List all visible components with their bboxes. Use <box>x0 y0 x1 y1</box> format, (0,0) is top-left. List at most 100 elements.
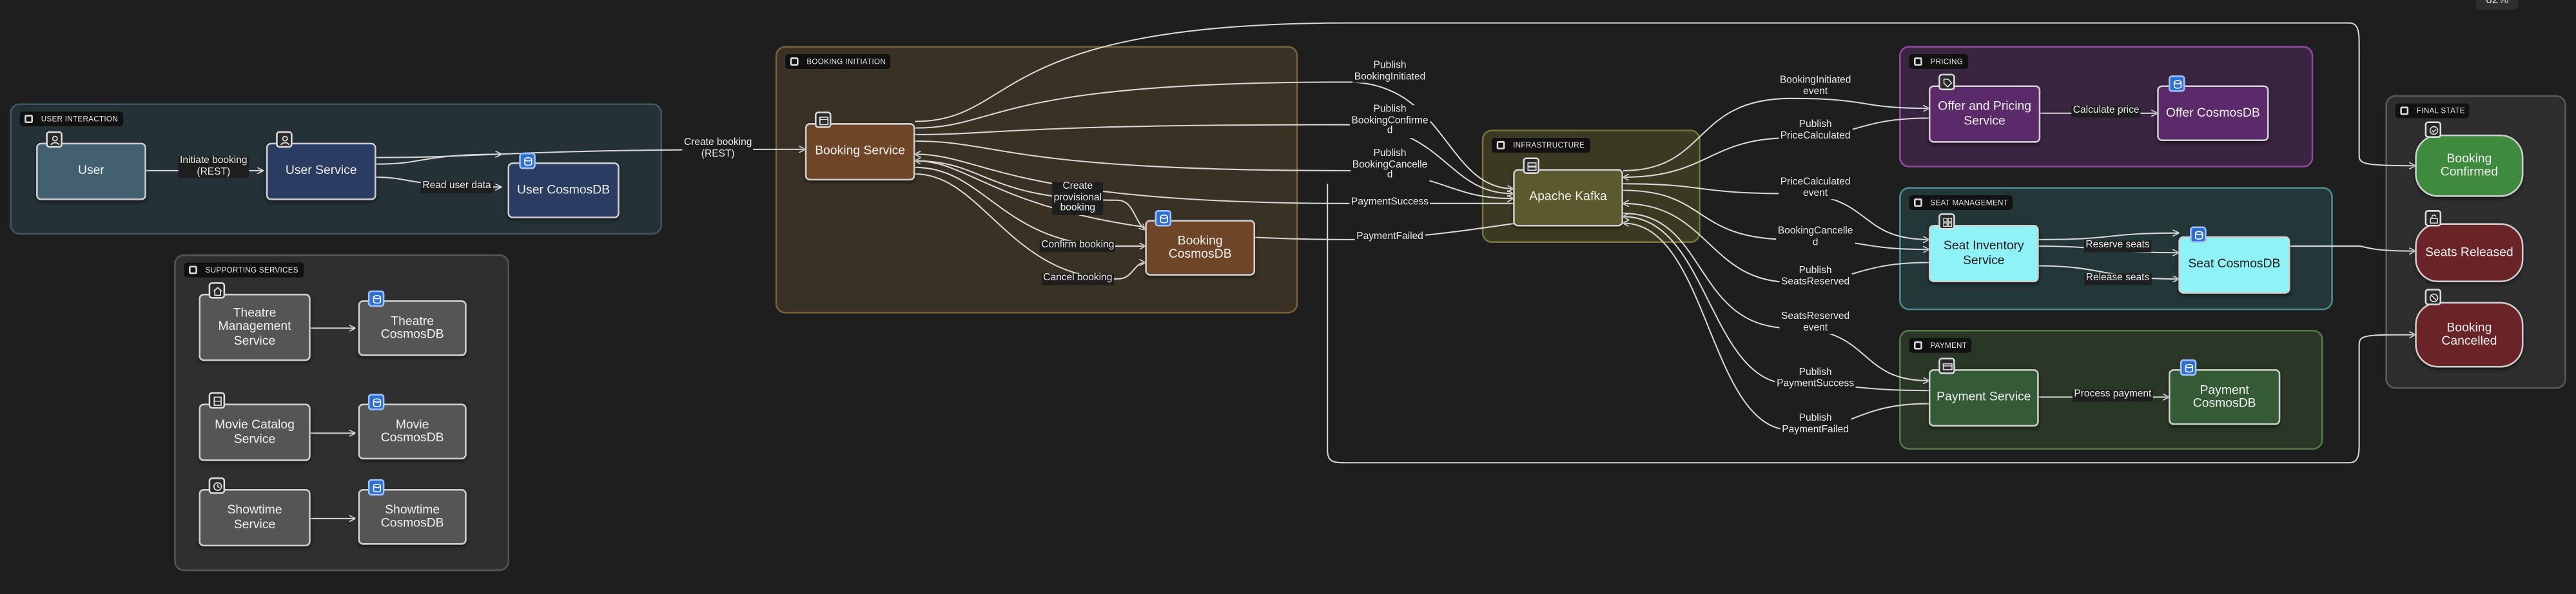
edge-label-payment-failed: PaymentFailed <box>1354 231 1425 244</box>
edge-publish-booking-cancelled <box>915 140 1514 198</box>
edge-to-booking-confirmed <box>915 22 2415 166</box>
user-icon <box>24 115 33 124</box>
edge-release-seats <box>2038 265 2179 279</box>
grid-icon <box>1914 198 1922 207</box>
database-icon <box>519 152 536 169</box>
group-label: INFRASTRUCTURE <box>1492 137 1590 153</box>
server-icon <box>1496 141 1505 149</box>
edge-label-publish-booking-cancelled: Publish BookingCancelle d <box>1351 148 1429 182</box>
node-payment-db[interactable]: Payment CosmosDB <box>2169 369 2281 425</box>
node-showtime-service[interactable]: Showtime Service <box>199 489 311 547</box>
credit-card-icon <box>1938 358 1955 374</box>
tag-icon <box>1914 57 1922 66</box>
node-kafka[interactable]: Apache Kafka <box>1513 169 1623 227</box>
group-label: SUPPORTING SERVICES <box>184 262 304 278</box>
database-icon <box>1155 210 1172 227</box>
node-user-service[interactable]: User Service <box>266 142 376 200</box>
edge-create-provisional <box>915 160 1146 230</box>
film-icon <box>208 392 226 409</box>
node-payment-service[interactable]: Payment Service <box>1928 369 2039 427</box>
edge-label-price-calculated-event: PriceCalculated event <box>1779 177 1853 200</box>
node-booking-service[interactable]: Booking Service <box>805 123 915 181</box>
edge-publish-payment-failed <box>1623 223 1929 431</box>
node-user-db[interactable]: User CosmosDB <box>507 162 620 218</box>
user-icon <box>276 131 293 148</box>
database-icon <box>367 479 385 496</box>
edge-label-publish-price-calculated: Publish PriceCalculated <box>1779 119 1853 142</box>
edge-label-initiate-booking: Initiate booking (REST) <box>178 155 249 178</box>
edge-label-publish-booking-initiated: Publish BookingInitiated <box>1352 60 1427 83</box>
edge-booking-initiated-event <box>1623 97 1929 171</box>
edge-label-calculate-price: Calculate price <box>2071 105 2142 117</box>
check-icon <box>2425 121 2442 138</box>
group-label: FINAL STATE <box>2395 103 2470 119</box>
edge-publish-payment-success <box>1623 216 1929 392</box>
node-booking-db[interactable]: Booking CosmosDB <box>1145 220 1256 276</box>
edge-label-reserve-seats: Reserve seats <box>2083 240 2152 252</box>
edge-label-process-payment: Process payment <box>2072 389 2153 401</box>
edge-cancel-booking <box>915 173 1146 280</box>
edge-label-cancel-booking: Cancel booking <box>1041 273 1114 285</box>
calendar-icon <box>815 111 832 128</box>
cancel-icon <box>2425 289 2442 305</box>
edge-label-create-provisional: Create provisional booking <box>1052 181 1104 215</box>
edge-label-payment-success: PaymentSuccess <box>1349 197 1430 209</box>
edge-label-seats-reserved-event: SeatsReserved event <box>1779 311 1851 334</box>
database-icon <box>2190 226 2207 243</box>
edge-label-create-booking: Create booking (REST) <box>682 137 754 160</box>
grid-icon <box>1938 213 1955 230</box>
edge-label-release-seats: Release seats <box>2084 273 2151 285</box>
node-seat-db[interactable]: Seat CosmosDB <box>2178 236 2290 294</box>
credit-card-icon <box>1914 341 1922 350</box>
node-offer-service[interactable]: Offer and Pricing Service <box>1928 85 2041 143</box>
database-icon <box>367 394 385 410</box>
node-theatre-db[interactable]: Theatre CosmosDB <box>358 300 467 356</box>
edge-to-seats-released <box>2287 245 2415 251</box>
node-seat-service[interactable]: Seat Inventory Service <box>1928 224 2039 283</box>
edge-publish-booking-confirmed <box>915 124 1514 194</box>
edge-publish-booking-initiated <box>915 81 1514 189</box>
node-seats-released[interactable]: Seats Released <box>2415 223 2524 283</box>
user-icon <box>46 131 63 148</box>
edge-label-publish-payment-success: Publish PaymentSuccess <box>1775 367 1856 390</box>
edge-publish-seats-reserved <box>1623 204 1929 283</box>
node-movie-db[interactable]: Movie CosmosDB <box>358 403 467 460</box>
edge-label-read-user-data: Read user data <box>420 180 493 193</box>
edge-label-publish-payment-failed: Publish PaymentFailed <box>1780 413 1851 436</box>
edge-to-booking-cancelled <box>1327 184 2415 464</box>
edge-label-confirm-booking: Confirm booking <box>1039 240 1116 252</box>
node-offer-db[interactable]: Offer CosmosDB <box>2157 85 2269 142</box>
edge-label-booking-initiated-event: BookingInitiated event <box>1778 75 1853 98</box>
node-movie-service[interactable]: Movie Catalog Service <box>199 403 311 461</box>
home-icon <box>208 282 226 299</box>
node-booking-cancelled[interactable]: Booking Cancelled <box>2415 302 2524 368</box>
group-label: BOOKING INITIATION <box>785 54 891 69</box>
edge-user-service-to-user-db <box>376 154 502 165</box>
check-icon <box>2400 106 2409 115</box>
group-label: USER INTERACTION <box>19 111 123 127</box>
database-icon <box>2180 359 2197 376</box>
database-icon <box>2169 75 2185 92</box>
group-label: SEAT MANAGEMENT <box>1909 195 2013 211</box>
edge-label-publish-booking-confirmed: Publish BookingConfirme d <box>1349 104 1430 138</box>
calendar-icon <box>790 57 799 66</box>
database-icon <box>367 290 385 307</box>
server-icon <box>1523 157 1539 174</box>
tag-icon <box>1938 73 1955 91</box>
edge-label-publish-seats-reserved: Publish SeatsReserved <box>1779 265 1851 289</box>
group-label: PRICING <box>1909 54 1968 69</box>
edge-seat-service-to-seat-db <box>2038 233 2179 240</box>
node-theatre-service[interactable]: Theatre Management Service <box>199 293 311 361</box>
edge-label-booking-cancelled: BookingCancelle d <box>1776 225 1855 249</box>
server-icon <box>189 265 197 274</box>
node-showtime-db[interactable]: Showtime CosmosDB <box>358 489 467 545</box>
lock-icon <box>2425 210 2442 227</box>
clock-icon <box>208 477 226 494</box>
edge-publish-price-calculated <box>1623 117 1929 177</box>
zoom-indicator[interactable]: 62% <box>2475 0 2519 10</box>
group-label: PAYMENT <box>1909 338 1972 353</box>
node-booking-confirmed[interactable]: Booking Confirmed <box>2415 134 2524 197</box>
node-user[interactable]: User <box>36 142 146 200</box>
